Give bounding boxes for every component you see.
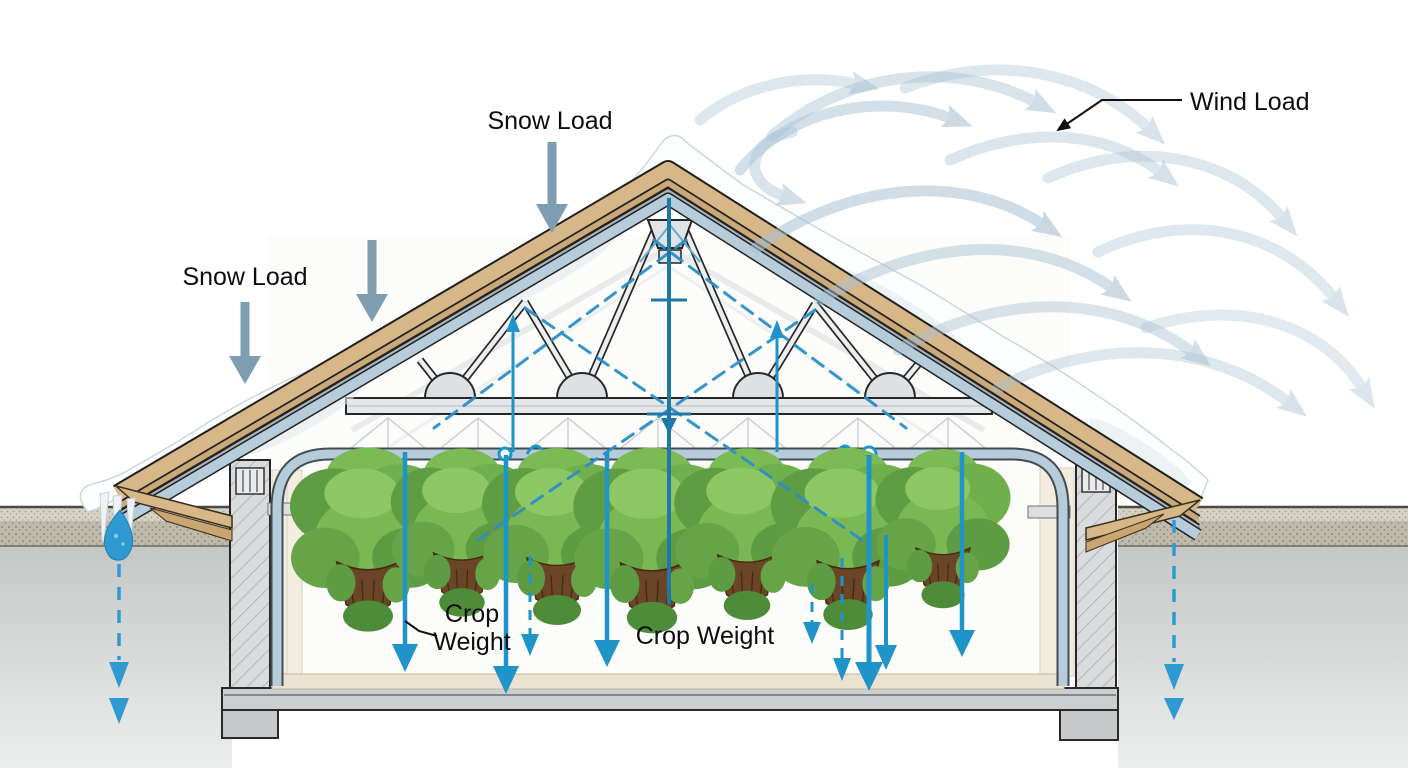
snow-cap bbox=[79, 134, 1209, 513]
wind-swirl-arrow-icon bbox=[749, 126, 807, 206]
wind-swirl-arrow-icon bbox=[1042, 150, 1298, 237]
ground-right bbox=[1118, 505, 1408, 768]
seepage-right bbox=[1164, 520, 1184, 720]
crop-weight-arrow-dashed-icon bbox=[521, 556, 539, 656]
wind-swirl-arrow-icon bbox=[1092, 224, 1349, 317]
label-crop-weight-left-line2: Weight bbox=[433, 628, 510, 656]
meltwater-left bbox=[104, 509, 134, 724]
floor-slab bbox=[221, 687, 1119, 711]
truss-gusset bbox=[555, 372, 609, 399]
label-snow-load-left: Snow Load bbox=[182, 263, 307, 291]
roof-membrane-layer bbox=[117, 189, 1199, 529]
footing-right bbox=[1059, 707, 1119, 741]
wind-swirl-arrow-icon bbox=[944, 131, 1180, 187]
roof-wood-deck bbox=[113, 162, 1203, 513]
wind-swirl-arrow-icon bbox=[1140, 309, 1375, 409]
wind-swirl-arrow-icon bbox=[899, 64, 1166, 145]
truss-gusset bbox=[423, 372, 477, 399]
wall-left bbox=[229, 459, 271, 691]
labels: Snow Load Snow Load Wind Load Crop Weigh… bbox=[182, 88, 1309, 656]
label-wind-load: Wind Load bbox=[1190, 88, 1310, 116]
soil-base-band bbox=[1118, 521, 1408, 546]
wind-swirl-arrow-icon bbox=[734, 100, 973, 176]
crop-weight-arrow-icon bbox=[493, 455, 519, 694]
wall-right bbox=[1075, 457, 1117, 691]
ground-left bbox=[0, 505, 232, 768]
wind-swirl-arrow-icon bbox=[766, 71, 1057, 142]
load-path-lines bbox=[432, 198, 908, 604]
wind-swirl-arrow-icon bbox=[750, 185, 1063, 254]
eave-board bbox=[1085, 513, 1165, 553]
crop-weight-arrow-icon bbox=[855, 455, 883, 691]
wind-load-leader leader-arrow-icon bbox=[1056, 99, 1182, 132]
subsoil-fill bbox=[1118, 546, 1408, 768]
roof-purlin-layer bbox=[116, 180, 1200, 522]
crop-weight-arrow-icon bbox=[949, 452, 975, 657]
wind-swirl-arrow-icon bbox=[814, 244, 1132, 306]
label-crop-weight-right: Crop Weight bbox=[636, 622, 775, 650]
wind-swirl-arrow-icon bbox=[694, 71, 880, 126]
wind-swirl-arrows bbox=[694, 64, 1375, 417]
subsoil-fill bbox=[0, 546, 232, 768]
crop-weight-leader bbox=[404, 620, 438, 637]
label-crop-weight-left-line1: Crop bbox=[445, 600, 499, 628]
eave-board bbox=[1085, 499, 1201, 541]
crop-weight-arrows bbox=[392, 452, 975, 694]
interior-floor bbox=[271, 673, 1065, 690]
truss-gusset bbox=[863, 372, 917, 399]
crop-weight-arrow-icon bbox=[594, 452, 620, 667]
crop-weight-arrow-dashed-icon bbox=[803, 584, 821, 644]
crop-weight-arrow-dashed-icon bbox=[833, 558, 851, 681]
irrigation-frame-lineart bbox=[345, 417, 991, 453]
eave-board bbox=[149, 507, 233, 542]
apex-fan-lines bbox=[639, 224, 701, 263]
wind-swirl-arrow-icon bbox=[892, 301, 1212, 367]
eave-right bbox=[1085, 499, 1201, 553]
eave-board bbox=[115, 485, 233, 529]
water-drop-icon bbox=[104, 509, 134, 561]
crop-weight-arrow-icon bbox=[392, 452, 418, 672]
crop-weight-arrow-icon bbox=[875, 535, 897, 670]
truss-gusset bbox=[731, 372, 785, 399]
snow-load-arrows bbox=[229, 142, 568, 384]
label-snow-load-top: Snow Load bbox=[487, 107, 612, 135]
wind-swirl-arrow-icon bbox=[992, 347, 1308, 417]
footing-left bbox=[221, 707, 279, 739]
roof-sandwich bbox=[112, 160, 1204, 541]
